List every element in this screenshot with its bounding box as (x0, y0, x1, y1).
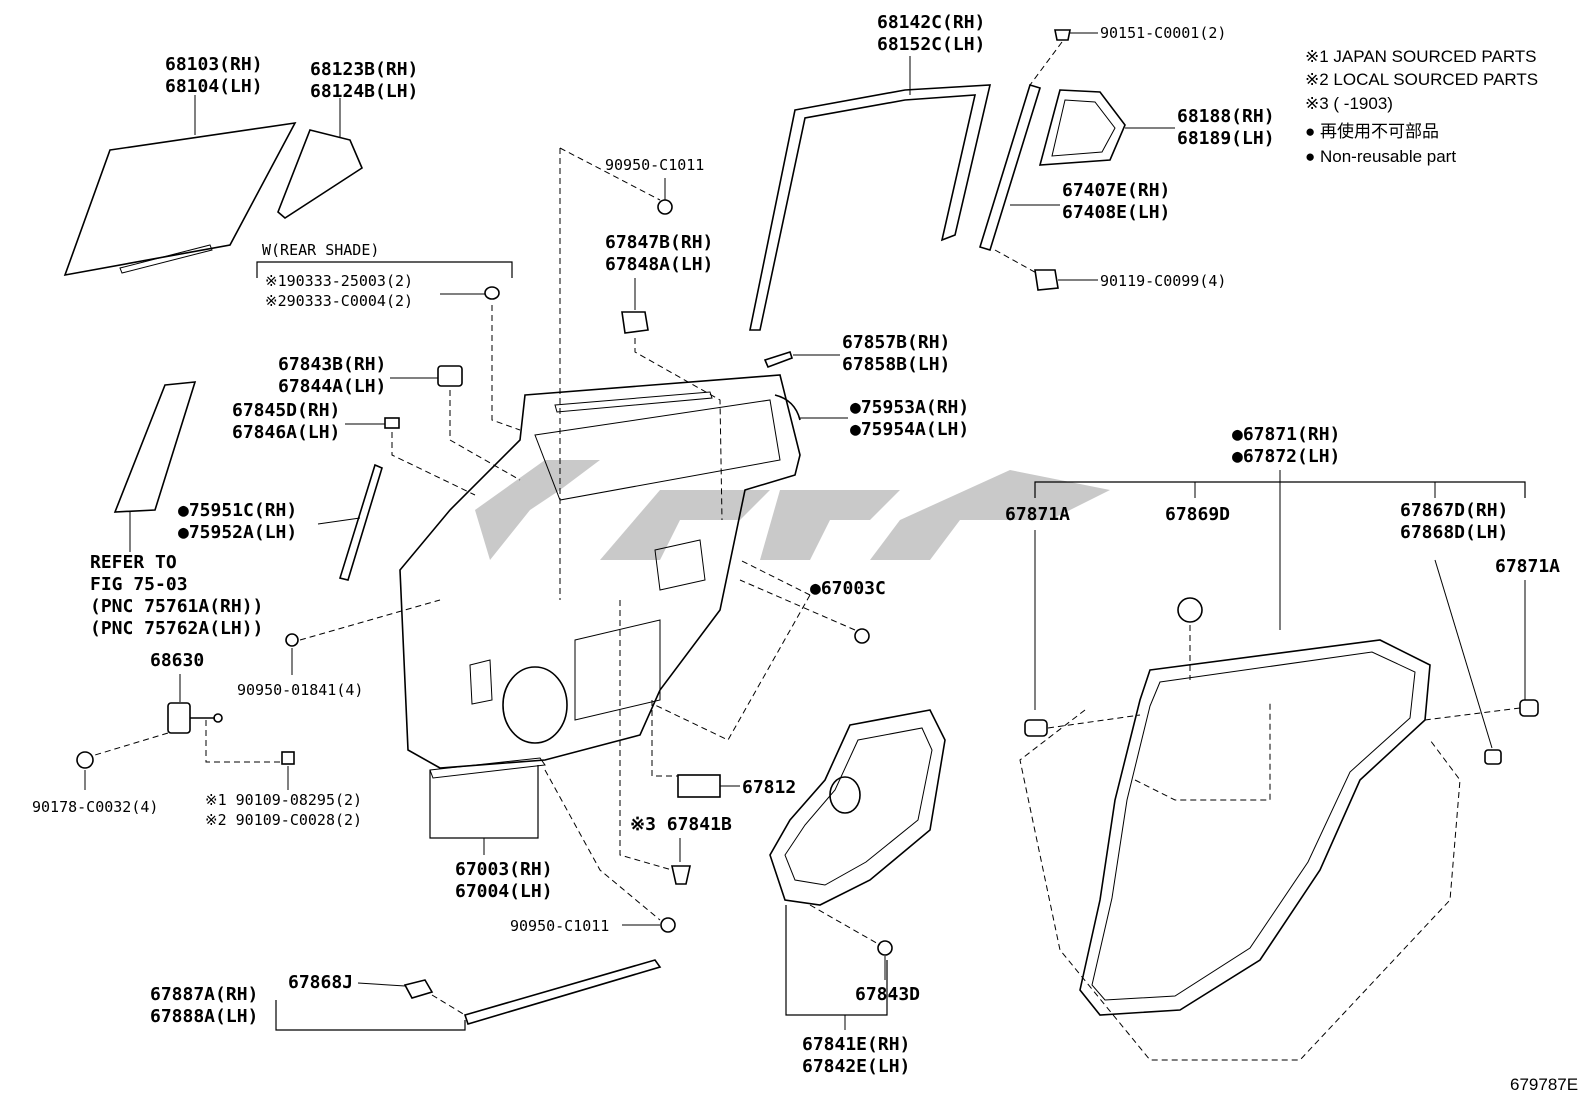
label-refer-to: REFER TO (90, 552, 177, 573)
quarter-window-68188: 68188(RH) 68189(LH) (1038, 89, 1275, 166)
door-weatherstrip-67871: ●67871(RH) ●67872(LH) 67871A 67869D 6786… (1005, 424, 1560, 1061)
label-refer-fig: FIG 75-03 (90, 574, 188, 595)
label-75952a: ●75952A(LH) (178, 522, 297, 543)
label-67845d: 67845D(RH) (232, 400, 340, 421)
label-75953a: ●75953A(RH) (850, 397, 969, 418)
label-67871a-right: 67871A (1495, 556, 1560, 577)
figure-code: 679787E (1510, 1075, 1578, 1094)
quarter-window-glass: 68123B(RH) 68124B(LH) (277, 59, 418, 219)
note-non-reusable-jp: ● 再使用不可部品 (1305, 121, 1439, 141)
label-67869d: 67869D (1165, 504, 1230, 525)
b-pillar-garnish: REFER TO FIG 75-03 (PNC 75761A(RH)) (PNC… (90, 381, 263, 639)
label-rear-shade: W(REAR SHADE) (262, 241, 379, 259)
label-90950-c1011-top: 90950-C1011 (605, 156, 704, 174)
label-90151: 90151-C0001(2) (1100, 24, 1226, 42)
watermark-logo (475, 460, 1110, 560)
label-67846a: 67846A(LH) (232, 422, 340, 443)
rear-door-glass: 68103(RH) 68104(LH) (63, 54, 297, 277)
label-67867d: 67867D(RH) (1400, 500, 1508, 521)
label-67871: ●67871(RH) (1232, 424, 1340, 445)
service-hole-cover: 67841E(RH) 67842E(LH) 67843D (769, 709, 946, 1077)
label-90178: 90178-C0032(4) (32, 798, 158, 816)
clip-67841b: ※3 67841B (619, 600, 732, 885)
label-90119: 90119-C0099(4) (1100, 272, 1226, 290)
clip-90950-c1011-bottom: 90950-C1011 (510, 769, 676, 935)
note-non-reusable-en: ● Non-reusable part (1305, 147, 1456, 166)
label-67887a: 67887A(RH) (150, 984, 258, 1005)
screw-90151: 90151-C0001(2) (1029, 24, 1226, 86)
label-90950-01841: 90950-01841(4) (237, 681, 363, 699)
clip-90950-01841: 90950-01841(4) (237, 599, 441, 699)
label-68103: 68103(RH) (165, 54, 263, 75)
label-68189: 68189(LH) (1177, 128, 1275, 149)
door-check-68630: 68630 90178-C0032(4) ※1 90109-08295(2) ※… (32, 650, 362, 829)
label-67888a: 67888A(LH) (150, 1006, 258, 1027)
label-67843d: 67843D (855, 984, 920, 1005)
weatherstrip-75953a: ●75953A(RH) ●75954A(LH) (774, 394, 969, 440)
note-date-range: ※3 ( -1903) (1305, 94, 1393, 113)
label-67841e: 67841E(RH) (802, 1034, 910, 1055)
clip-67845d: 67845D(RH) 67846A(LH) (232, 400, 476, 496)
label-67003: 67003(RH) (455, 859, 553, 880)
door-frame-clip-67843b: 67843B(RH) 67844A(LH) (278, 354, 521, 481)
label-refer-pnc-rh: (PNC 75761A(RH)) (90, 596, 263, 617)
label-67004: 67004(LH) (455, 881, 553, 902)
label-68142c: 68142C(RH) (877, 12, 985, 33)
label-68104: 68104(LH) (165, 76, 263, 97)
note-japan-sourced: ※1 JAPAN SOURCED PARTS (1305, 47, 1537, 66)
label-67812: 67812 (742, 777, 796, 798)
legend-notes: ※1 JAPAN SOURCED PARTS ※2 LOCAL SOURCED … (1305, 47, 1538, 166)
label-68124b: 68124B(LH) (310, 81, 418, 102)
label-68123b: 68123B(RH) (310, 59, 418, 80)
label-90333-a: ※190333-25003(2) (265, 272, 413, 290)
label-67847b: 67847B(RH) (605, 232, 713, 253)
label-67841b: ※3 67841B (630, 814, 732, 835)
clip-90950-c1011-top: 90950-C1011 (559, 147, 704, 600)
label-67871a-left: 67871A (1005, 504, 1070, 525)
label-90333-b: ※290333-C0004(2) (265, 292, 413, 310)
label-67408e: 67408E(LH) (1062, 202, 1170, 223)
label-68152c: 68152C(LH) (877, 34, 985, 55)
label-90109-b: ※2 90109-C0028(2) (205, 811, 362, 829)
label-67843b: 67843B(RH) (278, 354, 386, 375)
label-67868d: 67868D(LH) (1400, 522, 1508, 543)
belt-moulding-67887a: 67868J 67887A(RH) 67888A(LH) (150, 959, 662, 1031)
clip-67847b: 67847B(RH) 67848A(LH) (605, 232, 723, 521)
label-67003c: ●67003C (810, 578, 886, 599)
label-75951c: ●75951C(RH) (178, 500, 297, 521)
clip-67003c: ●67003C (654, 559, 886, 741)
label-90950-c1011-bottom: 90950-C1011 (510, 917, 609, 935)
label-67868j: 67868J (288, 972, 353, 993)
bracket-67857b: 67857B(RH) 67858B(LH) (763, 332, 950, 375)
label-67848a: 67848A(LH) (605, 254, 713, 275)
label-68630: 68630 (150, 650, 204, 671)
rear-shade-group: W(REAR SHADE) ※190333-25003(2) ※290333-C… (256, 241, 521, 431)
label-refer-pnc-lh: (PNC 75762A(LH)) (90, 618, 263, 639)
label-67857b: 67857B(RH) (842, 332, 950, 353)
label-67858b: 67858B(LH) (842, 354, 950, 375)
label-67844a: 67844A(LH) (278, 376, 386, 397)
label-67842e: 67842E(LH) (802, 1056, 910, 1077)
door-frame-moulding: 68142C(RH) 68152C(LH) (749, 12, 992, 331)
weatherstrip-75951c: ●75951C(RH) ●75952A(LH) (178, 463, 383, 581)
label-68188: 68188(RH) (1177, 106, 1275, 127)
label-90109-a: ※1 90109-08295(2) (205, 791, 362, 809)
division-bar-67407e: 67407E(RH) 67408E(LH) 90119-C0099(4) (978, 84, 1226, 291)
label-67872: ●67872(LH) (1232, 446, 1340, 467)
rear-door-panel: 67003(RH) 67004(LH) (399, 374, 801, 902)
caution-label-67812: 67812 (651, 700, 796, 798)
note-local-sourced: ※2 LOCAL SOURCED PARTS (1305, 70, 1538, 89)
label-75954a: ●75954A(LH) (850, 419, 969, 440)
label-67407e: 67407E(RH) (1062, 180, 1170, 201)
